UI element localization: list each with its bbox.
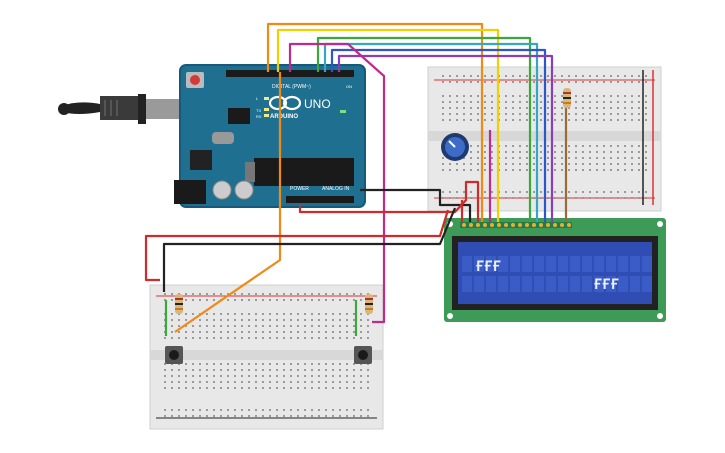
wire-orange[interactable]: [266, 22, 484, 222]
wire-black-bottom[interactable]: [162, 207, 457, 292]
wire-green[interactable]: [316, 36, 532, 222]
lcd-line1-text: ҒҒҒ: [476, 259, 501, 275]
breadboard-bottom[interactable]: [149, 284, 384, 430]
wires: [144, 22, 568, 336]
wire-orange-button[interactable]: [174, 72, 282, 333]
analog-label: ANALOG IN: [322, 186, 350, 192]
pushbutton-icon[interactable]: [354, 346, 372, 364]
wire-purple[interactable]: [337, 54, 554, 222]
wire-red-5v[interactable]: [298, 180, 480, 222]
arduino-brand-text: ARDUINO: [270, 114, 298, 120]
power-analog-header[interactable]: [286, 196, 354, 203]
wire-blue[interactable]: [330, 48, 547, 222]
arduino-model-text: UNO: [304, 97, 331, 111]
lcd-module[interactable]: ҒҒҒ ҒҒҒ: [444, 218, 666, 322]
wire-red-bottom[interactable]: [144, 209, 450, 282]
pushbutton-icon[interactable]: [165, 346, 183, 364]
usb-cable-icon: [58, 94, 184, 124]
on-label: ON: [346, 84, 352, 89]
arduino-logo-icon: [268, 95, 302, 111]
atmega-chip: [254, 158, 354, 186]
wire-magenta[interactable]: [288, 42, 386, 324]
wire-cyan[interactable]: [323, 42, 539, 222]
wire-yellow[interactable]: [276, 28, 500, 222]
lcd-screen: [458, 242, 652, 304]
power-jack[interactable]: [174, 180, 206, 204]
wire-black-gnd[interactable]: [360, 188, 472, 222]
resistor-icon[interactable]: [175, 294, 183, 314]
resistor-icon[interactable]: [563, 88, 571, 108]
arduino-board[interactable]: ARDUINO UNO DIGITAL (PWM~) POWER ANALOG …: [174, 64, 366, 208]
resistor-icon[interactable]: [365, 294, 373, 314]
tx-label: TX: [256, 108, 261, 113]
potentiometer-icon[interactable]: [441, 133, 469, 161]
l-label: L: [256, 96, 259, 101]
digital-label: DIGITAL (PWM~): [272, 84, 311, 90]
digital-header[interactable]: [226, 70, 354, 77]
rx-label: RX: [256, 114, 262, 119]
lcd-line2-text: ҒҒҒ: [594, 277, 619, 293]
power-label: POWER: [290, 186, 309, 192]
